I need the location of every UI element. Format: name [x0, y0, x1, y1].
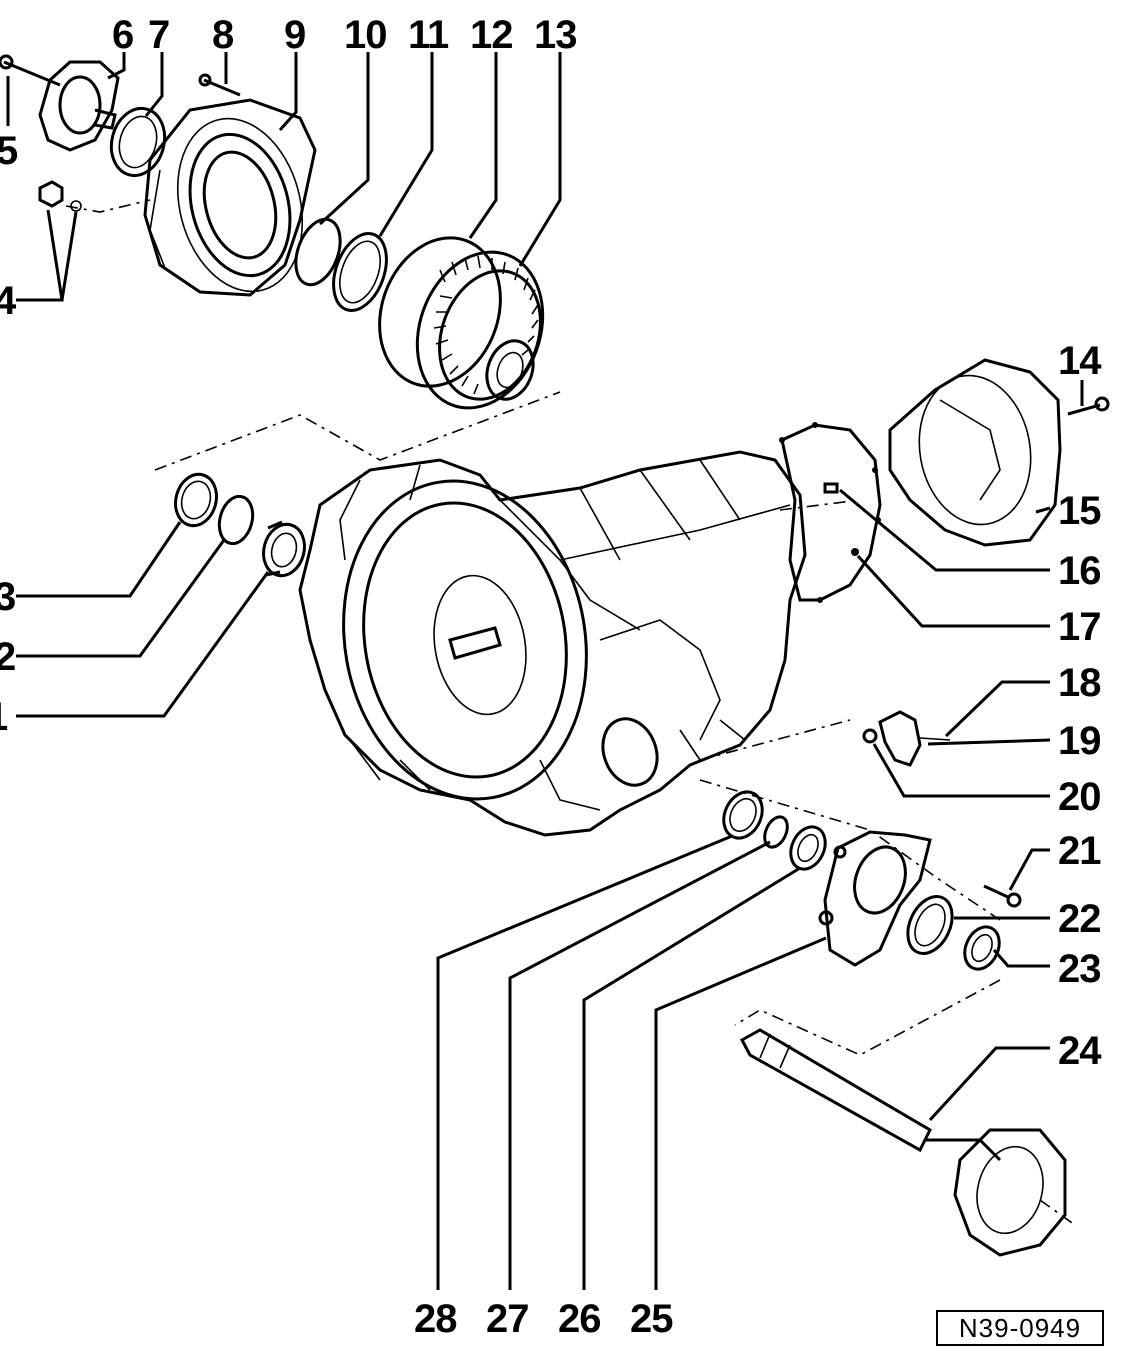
part-14-bolt — [1067, 396, 1110, 416]
callout-labels: 6 7 8 9 10 11 12 13 5 4 3 2 1 14 15 16 1… — [0, 13, 1103, 1341]
part-6-flange — [38, 60, 120, 152]
callout-1: 1 — [0, 695, 8, 739]
callout-24: 24 — [1058, 1029, 1102, 1073]
callout-6: 6 — [112, 13, 133, 57]
part-12-shim — [378, 236, 502, 388]
part-28-seal — [722, 790, 764, 840]
callout-7: 7 — [148, 13, 169, 57]
callout-17: 17 — [1058, 605, 1101, 649]
callout-19: 19 — [1058, 719, 1101, 763]
callout-28: 28 — [414, 1297, 457, 1341]
callout-16: 16 — [1058, 549, 1101, 593]
gearbox-housing — [298, 450, 807, 837]
part-27-oring — [763, 815, 789, 849]
part-25-bearing-housing — [818, 830, 932, 967]
part-23-bearing — [963, 925, 1001, 971]
callout-5: 5 — [0, 129, 18, 173]
callout-23: 23 — [1058, 947, 1101, 991]
callout-12: 12 — [470, 13, 513, 57]
part-16-stud — [823, 482, 839, 494]
part-3-seal — [174, 472, 218, 528]
assembly-axis-lines — [65, 199, 1076, 1226]
part-21-bolt — [983, 884, 1022, 908]
callout-13: 13 — [534, 13, 577, 57]
part-1-cup — [262, 520, 306, 578]
callout-22: 22 — [1058, 897, 1101, 941]
callout-4: 4 — [0, 279, 17, 323]
callout-14: 14 — [1058, 339, 1102, 383]
callout-27: 27 — [486, 1297, 529, 1341]
part-22-seal — [906, 895, 954, 955]
drawing-reference-code: N39-0949 — [936, 1310, 1104, 1346]
callout-10: 10 — [344, 13, 387, 57]
leader-lines — [6, 52, 1084, 1290]
callout-15: 15 — [1058, 489, 1101, 533]
part-4-nut — [38, 180, 82, 212]
callout-18: 18 — [1058, 661, 1101, 705]
part-15-cover — [888, 358, 1062, 547]
part-7-seal — [109, 106, 167, 178]
callout-11: 11 — [408, 13, 449, 57]
callout-9: 9 — [284, 13, 305, 57]
part-2-oring — [217, 494, 255, 546]
callout-8: 8 — [212, 13, 234, 57]
part-13-differential — [415, 250, 545, 410]
callout-26: 26 — [558, 1297, 601, 1341]
callout-3: 3 — [0, 575, 15, 619]
callout-21: 21 — [1058, 829, 1101, 873]
callout-20: 20 — [1058, 775, 1101, 819]
part-11-ring — [332, 232, 388, 312]
callout-25: 25 — [630, 1297, 673, 1341]
callout-2: 2 — [0, 635, 15, 679]
part-26-cup — [789, 825, 827, 871]
part-9-housing — [143, 98, 317, 297]
part-10-oring — [294, 217, 342, 287]
part-24-flange-shaft — [739, 1028, 1067, 1257]
part-20-washer — [862, 728, 878, 744]
part-17-gasket — [779, 422, 882, 603]
part-8-bolt — [198, 73, 241, 97]
part-18-bracket — [878, 710, 951, 767]
